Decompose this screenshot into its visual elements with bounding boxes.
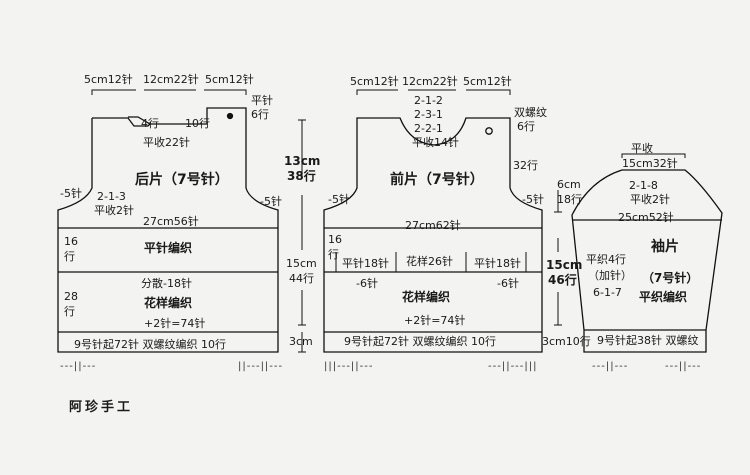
vdim-top-rows: 38行 [287, 169, 316, 183]
front-inc-note: +2针=74针 [404, 314, 466, 327]
front-right-flat: 平针18针 [474, 257, 521, 270]
front-side-rows-b: 行 [328, 248, 339, 261]
back-shoulder-label: 平针 [251, 94, 273, 107]
sleeve-title-b: （7号针） [642, 271, 699, 285]
back-sec1-rows-a: 16 [64, 235, 78, 248]
sleeve-cap-bind: 平收2针 [630, 193, 670, 206]
back-mark-left: ---||--- [60, 361, 97, 372]
front-right-dec2: -6针 [497, 277, 519, 290]
back-piece-outline [57, 107, 279, 353]
mdim-rib: 3cm10行 [542, 335, 591, 348]
sleeve-cap-rule: 2-1-8 [629, 179, 658, 192]
sleeve-outline [571, 169, 723, 353]
front-neck-hole [485, 127, 493, 135]
back-right-dec: -5针 [260, 195, 282, 208]
back-sec1-rows-b: 行 [64, 250, 75, 263]
sleeve-title-c: 平织编织 [639, 290, 688, 304]
back-top-dim-left: 5cm12针 [84, 73, 133, 86]
front-top-dim-left: 5cm12针 [350, 75, 399, 88]
back-left-dec: -5针 [60, 187, 82, 200]
front-rib-note: 双螺纹 [514, 106, 547, 119]
mdim-body-rows: 46行 [548, 273, 577, 287]
author-signature: 阿珍手工 [69, 400, 134, 415]
back-top-dim [91, 89, 247, 95]
vertical-dim-right [554, 190, 562, 326]
front-left-dec: -5针 [328, 193, 350, 206]
vdim-top: 13cm [284, 154, 321, 168]
front-rib: 9号针起72针 双螺纹编织 10行 [344, 335, 496, 348]
sleeve-title-a: 袖片 [651, 239, 679, 255]
back-armhole-rule: 2-1-3 [97, 190, 126, 203]
front-top-dim [356, 89, 511, 95]
front-center-pattern: 花样26针 [406, 255, 453, 268]
front-flat-right-box [465, 252, 527, 272]
back-sec2-rows-b: 行 [64, 305, 75, 318]
back-top-dim-right: 5cm12针 [205, 73, 254, 86]
front-neck-bind: 平收14针 [412, 136, 459, 149]
back-armhole-bind: 平收2针 [94, 204, 134, 217]
sleeve-mark-left: ---||--- [592, 361, 629, 372]
back-mark-right: ||---||--- [238, 361, 284, 372]
back-rib: 9号针起72针 双螺纹编织 10行 [74, 338, 226, 351]
sleeve-top-bind: 平收 [631, 142, 653, 155]
back-shoulder-rows: 6行 [251, 108, 269, 121]
front-left-flat: 平针18针 [342, 257, 389, 270]
front-mark-left: |||---||--- [324, 361, 374, 372]
front-neck-rule-1: 2-1-2 [414, 94, 443, 107]
front-mark-right: ---||---||| [488, 361, 538, 372]
sleeve-cap-rows-a: 6cm [557, 178, 581, 191]
front-top-dim-center: 12cm22针 [402, 75, 458, 88]
vdim-mid-rows: 44行 [289, 272, 314, 285]
front-left-dec2: -6针 [356, 277, 378, 290]
back-neck-bind: 平收22针 [143, 136, 190, 149]
front-side-rows-a: 16 [328, 233, 342, 246]
back-neck-dot [226, 112, 234, 120]
mdim-body: 15cm [546, 258, 583, 272]
back-width: 27cm56针 [143, 215, 199, 228]
front-width: 27cm62针 [405, 219, 461, 232]
front-rib-stitches: 6行 [517, 120, 535, 133]
back-dec-note: 分散-18针 [141, 277, 192, 290]
front-title: 前片（7号针） [390, 172, 484, 188]
front-neck-rule-2: 2-3-1 [414, 108, 443, 121]
sleeve-cap-rows-b: 18行 [557, 193, 582, 206]
back-title: 后片（7号针） [135, 172, 229, 188]
sleeve-top-width: 15cm32针 [622, 157, 678, 170]
front-right-rows: 32行 [513, 159, 538, 172]
vdim-mid: 15cm [286, 257, 317, 270]
sleeve-width: 25cm52针 [618, 211, 674, 224]
sleeve-mark-right: ---||--- [665, 361, 702, 372]
front-sec2-label: 花样编织 [402, 290, 451, 304]
front-flat-left-box [335, 252, 397, 272]
front-neck-rule-3: 2-2-1 [414, 122, 443, 135]
back-neck-left [92, 117, 151, 127]
back-inc-note: +2针=74针 [144, 317, 206, 330]
vdim-bottom: 3cm [289, 335, 313, 348]
front-piece-outline [323, 117, 543, 353]
vertical-dim-left [298, 119, 306, 353]
front-right-dec: -5针 [522, 193, 544, 206]
back-sec2-label: 花样编织 [144, 296, 193, 310]
back-sec2-rows-a: 28 [64, 290, 78, 303]
back-neck-center-rows: 10行 [185, 117, 210, 130]
sleeve-side-c: 6-1-7 [593, 286, 622, 299]
sleeve-rib: 9号针起38针 双螺纹 [597, 334, 699, 347]
sleeve-side-b: （加针） [588, 269, 632, 282]
sleeve-side-a: 平织4行 [586, 253, 626, 266]
back-neck-side-rows: 4行 [141, 117, 159, 130]
back-sec1-label: 平针编织 [144, 241, 193, 255]
front-top-dim-right: 5cm12针 [463, 75, 512, 88]
back-top-dim-center: 12cm22针 [143, 73, 199, 86]
sleeve-top-dim [621, 153, 686, 158]
